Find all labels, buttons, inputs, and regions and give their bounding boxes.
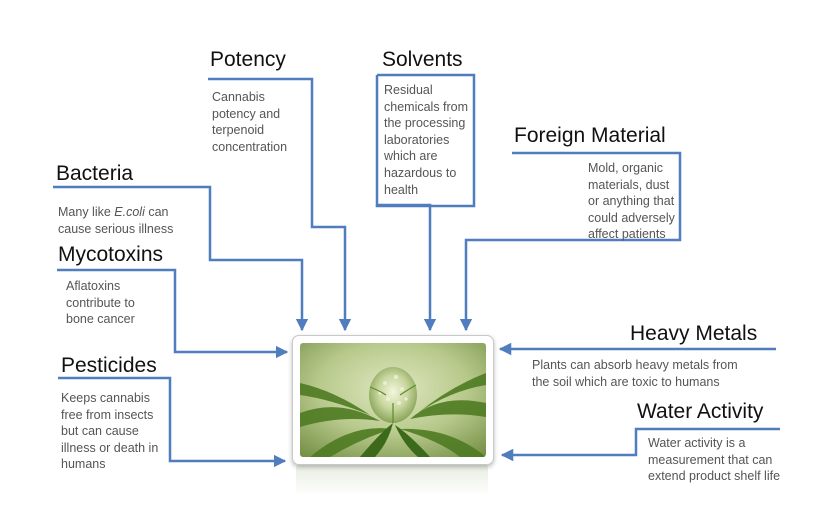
solvents-description: Residual chemicals from the processing l… xyxy=(384,83,469,197)
solvents-title: Solvents xyxy=(382,48,463,71)
bacteria-connector xyxy=(53,185,309,332)
bacteria-title: Bacteria xyxy=(56,162,134,185)
foreign-material-title: Foreign Material xyxy=(514,124,666,147)
solvents-arrow xyxy=(375,75,437,332)
water-activity-connector xyxy=(500,427,780,462)
pesticides-title: Pesticides xyxy=(61,354,157,377)
foreign-material-description: Mold, organic materials, dust or anythin… xyxy=(588,161,675,242)
photo-frame xyxy=(292,335,494,465)
pesticides-description: Keeps cannabis free from insects but can… xyxy=(61,391,159,472)
mycotoxins-connector xyxy=(57,268,289,359)
heavy-metals-title: Heavy Metals xyxy=(630,322,758,345)
bacteria-description: Many like E.coli can cause serious illne… xyxy=(58,205,174,236)
potency-description: Cannabis potency and terpenoid concentra… xyxy=(212,90,288,154)
photo-reflection xyxy=(296,464,488,496)
potency-connector xyxy=(208,77,352,332)
heavy-metals-description: Plants can absorb heavy metals from the … xyxy=(532,358,738,389)
mycotoxins-title: Mycotoxins xyxy=(58,243,164,266)
water-activity-description: Water activity is a measurement that can… xyxy=(648,436,781,484)
pesticides-connector xyxy=(58,376,287,468)
water-activity-title: Water Activity xyxy=(637,400,764,423)
mycotoxins-description: Aflatoxins contribute to bone cancer xyxy=(66,279,135,327)
potency-title: Potency xyxy=(210,48,286,71)
cannabis-plant-photo xyxy=(300,343,486,457)
foreign-material-connector xyxy=(459,151,682,332)
